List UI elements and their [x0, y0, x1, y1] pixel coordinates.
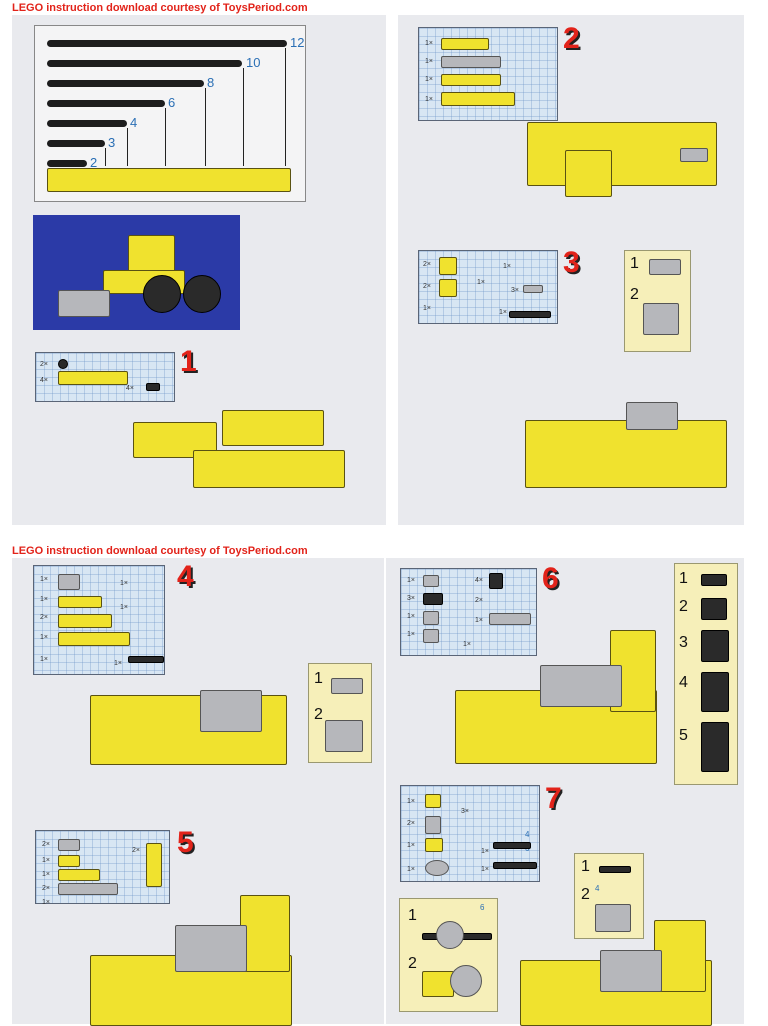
axle-10	[47, 60, 242, 67]
step5-number: 5	[177, 826, 194, 859]
axle-label-6: 6	[168, 95, 176, 110]
axle-length-chart: 12 10 8 6 4 3 2	[34, 25, 306, 202]
step3-number: 3	[563, 246, 580, 279]
step3-parts-box: 2× 2× 1× 1× 1× 1× 3×	[418, 250, 558, 324]
product-photo	[33, 215, 240, 330]
axle-6	[47, 100, 165, 107]
step6-number: 6	[542, 562, 559, 595]
step2-number: 2	[563, 22, 580, 55]
reference-beam	[47, 168, 291, 192]
credit-top: LEGO instruction download courtesy of To…	[12, 2, 308, 14]
step1-parts-box: 2× 4× 4×	[35, 352, 175, 402]
step7-number: 7	[545, 782, 562, 815]
step4-parts-box: 1× 1× 2× 1× 1× 1× 1× 1×	[33, 565, 165, 675]
credit-bottom: LEGO instruction download courtesy of To…	[12, 545, 308, 557]
step2-parts-box: 1× 1× 1× 1×	[418, 27, 558, 121]
step5-parts-box: 2× 1× 1× 2× 1× 2×	[35, 830, 170, 906]
step4-number: 4	[177, 560, 194, 593]
step6-callout: 1 2 3 4 5	[674, 563, 738, 785]
axle-12	[47, 40, 287, 47]
step6-parts-box: 1× 3× 1× 1× 4× 2× 1× 1×	[400, 568, 537, 656]
axle-label-8: 8	[207, 75, 215, 90]
axle-3	[47, 140, 105, 147]
step1-number: 1	[180, 345, 197, 378]
axle-8	[47, 80, 204, 87]
axle-label-10: 10	[246, 55, 261, 70]
axle-4	[47, 120, 127, 127]
axle-label-2: 2	[90, 155, 98, 170]
axle-label-4: 4	[130, 115, 138, 130]
axle-label-12: 12	[290, 35, 305, 50]
step7-callout-small: 1 2 4	[574, 853, 644, 939]
step4-callout: 1 2	[308, 663, 372, 763]
step7-callout-large: 1 2 6	[399, 898, 498, 1012]
step3-callout: 1 2	[624, 250, 691, 352]
axle-label-3: 3	[108, 135, 116, 150]
step7-parts-box: 1× 2× 1× 1× 3× 1× 1× 4 6	[400, 785, 540, 882]
axle-2	[47, 160, 87, 167]
